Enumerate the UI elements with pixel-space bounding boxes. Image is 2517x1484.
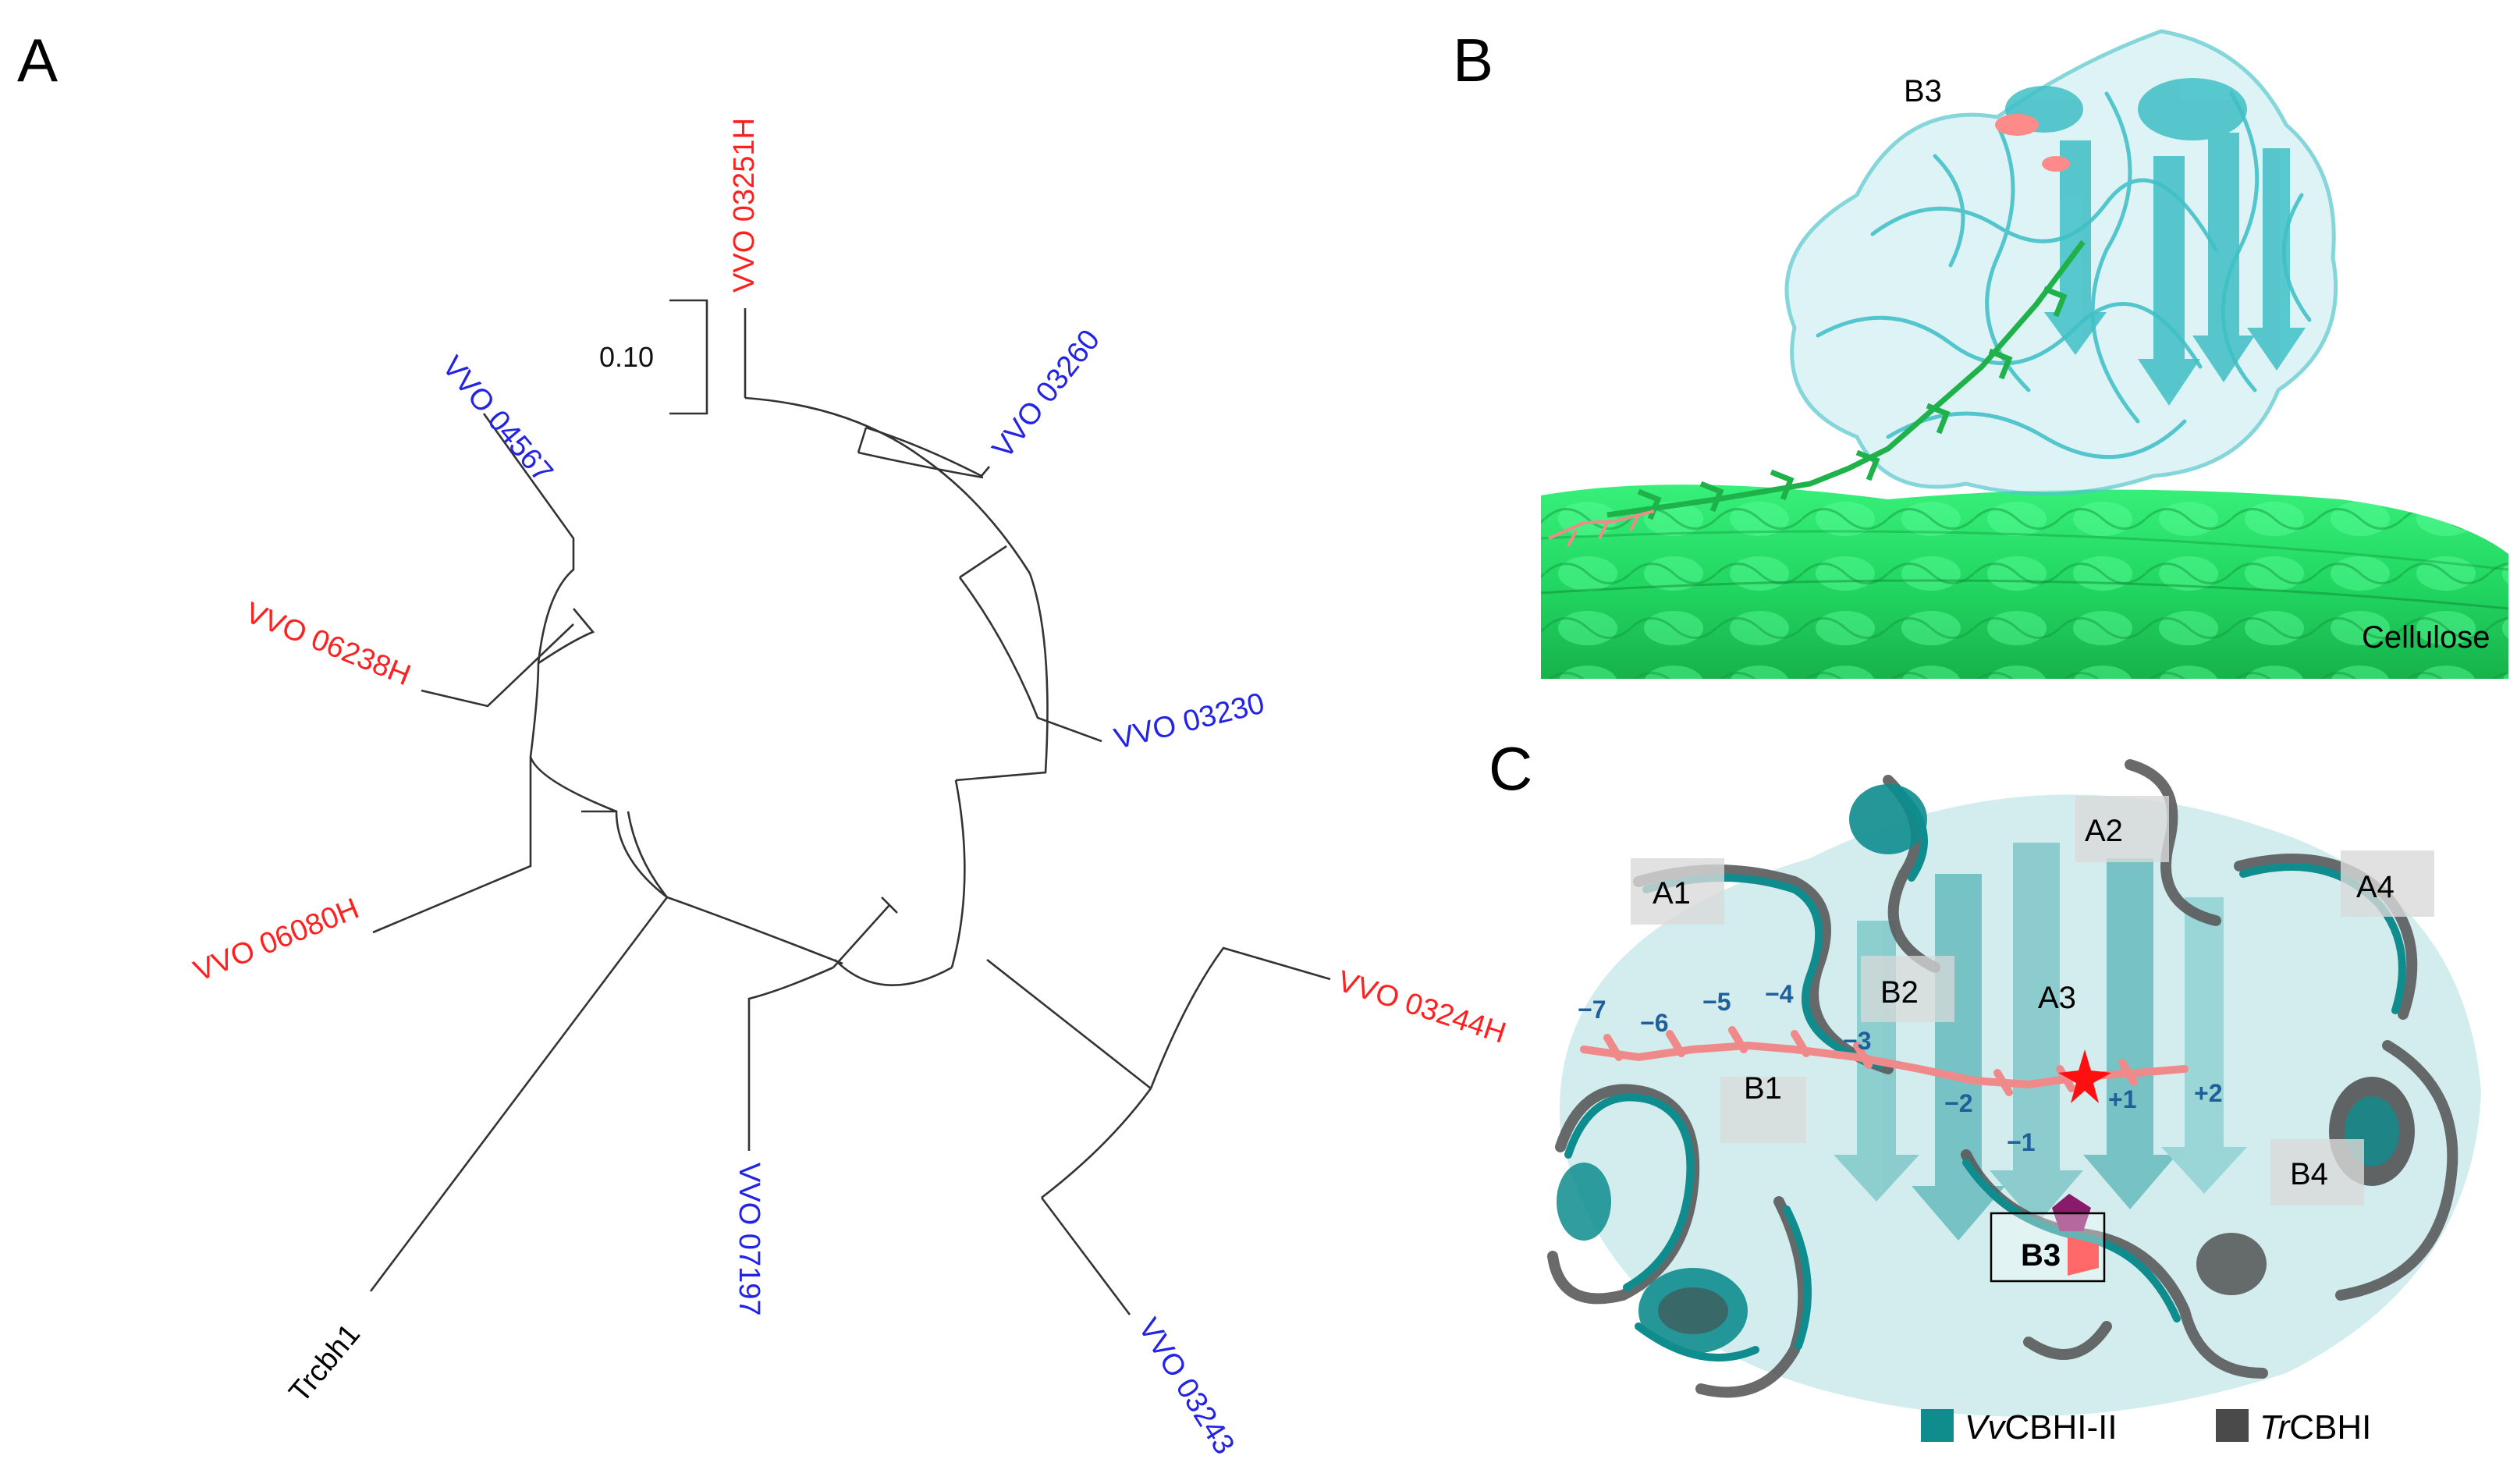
- subsite-label: −1: [2007, 1128, 2035, 1156]
- leaf-label: VVO 06080H: [190, 893, 364, 989]
- legend: VvCBHI-II TrCBHI: [1921, 1408, 2371, 1447]
- scale-bar: 0.10: [599, 299, 708, 415]
- ligand-chain-pink: [1548, 509, 1655, 547]
- cellulose-surface: [1540, 485, 2509, 679]
- panel-b: B: [1453, 26, 2509, 679]
- leaf-label: VVO 03230: [1111, 687, 1268, 755]
- region-b4-label: B4: [2290, 1157, 2328, 1191]
- panel-c: C: [1489, 734, 2481, 1447]
- scale-bar-label: 0.10: [599, 341, 654, 373]
- subsite-label: −2: [1944, 1089, 1972, 1117]
- leaf-label: VVO 07197: [733, 1163, 765, 1315]
- panel-b-letter: B: [1453, 26, 1493, 94]
- leaf-label: VVO 03243: [1131, 1313, 1241, 1461]
- leaf-label: VVO 03251H: [728, 118, 761, 293]
- subsite-label: +1: [2108, 1085, 2136, 1113]
- subsite-label: −3: [1843, 1027, 1871, 1055]
- panel-a: A 0.10: [17, 26, 1510, 1460]
- b3-loop-marker: [1995, 114, 2070, 172]
- panel-a-letter: A: [17, 26, 58, 94]
- legend-swatch: [1921, 1409, 1954, 1442]
- catalytic-star: [2058, 1049, 2111, 1103]
- legend-label: TrCBHI: [2260, 1408, 2371, 1447]
- region-b3-label: B3: [2021, 1238, 2061, 1273]
- leaf-label: VVO 04567: [435, 350, 559, 489]
- leaf-label: VVO 06238H: [241, 596, 415, 692]
- region-a3-label: A3: [2038, 981, 2076, 1015]
- legend-swatch: [2216, 1409, 2249, 1442]
- region-a4-label: A4: [2356, 870, 2395, 904]
- b3-label: B3: [1904, 74, 1942, 108]
- region-b1-label: B1: [1744, 1071, 1782, 1106]
- subsite-label: +2: [2194, 1079, 2222, 1107]
- region-a2-label: A2: [2085, 814, 2123, 848]
- leaf-label: VVO 03260: [986, 324, 1106, 465]
- leaf-label: Trcbh1: [283, 1318, 367, 1409]
- subsite-labels: −7 −6 −5 −4 −3 −2 −1 +1 +2: [1578, 980, 2222, 1156]
- tree-branches: [369, 308, 1331, 1315]
- cellulose-label: Cellulose: [2362, 620, 2490, 655]
- tree-leaves: VVO 03251H VVO 03260 VVO 03230 VVO 03244…: [190, 118, 1511, 1460]
- subsite-label: −4: [1765, 980, 1794, 1008]
- panel-c-letter: C: [1489, 734, 1532, 803]
- region-a1-label: A1: [1653, 876, 1691, 911]
- ligand-chain: [1606, 240, 2086, 520]
- region-labels: A1 A2 A3 A4 B1 B2 B3 B4: [1631, 796, 2434, 1283]
- legend-label: VvCBHI-II: [1965, 1408, 2118, 1447]
- subsite-label: −6: [1640, 1009, 1668, 1037]
- subsite-label: −7: [1578, 996, 1606, 1024]
- subsite-label: −5: [1702, 988, 1731, 1016]
- region-b2-label: B2: [1880, 975, 1919, 1010]
- leaf-label: VVO 03244H: [1333, 965, 1510, 1050]
